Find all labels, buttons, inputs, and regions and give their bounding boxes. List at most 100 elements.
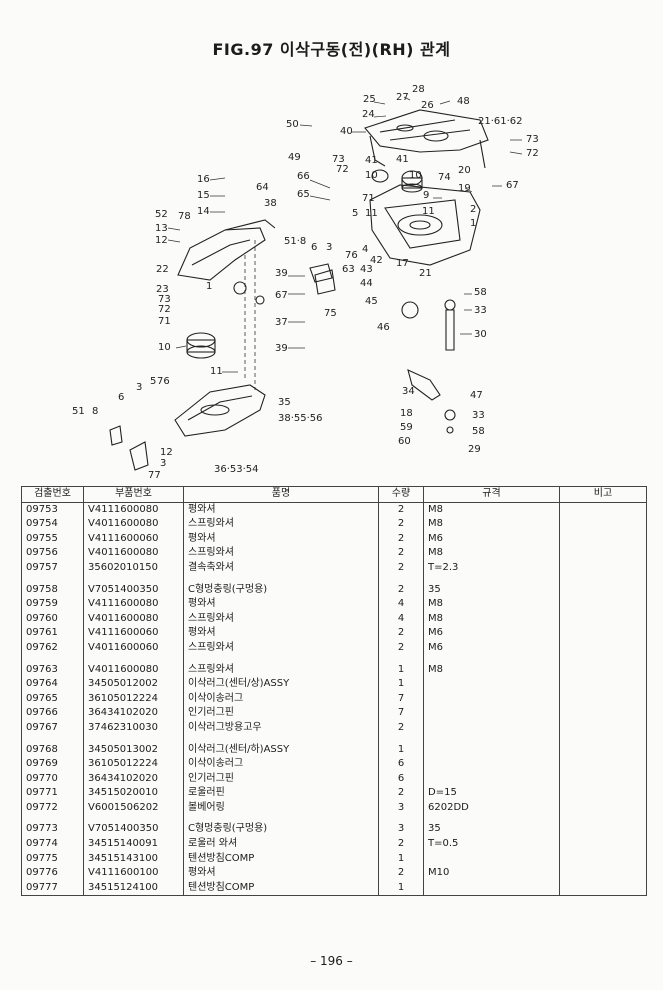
svg-text:41: 41 [396,154,409,165]
cell-remarks [559,517,647,532]
cell-part-name: 로울러핀 [183,786,379,801]
cell-remarks [559,822,647,838]
right-lug-frame [369,184,481,266]
svg-text:35: 35 [278,397,291,408]
svg-text:37: 37 [275,317,288,328]
cell-part-name: 인기러그핀 [183,706,379,721]
cell-remarks [559,771,647,787]
svg-text:39: 39 [275,268,288,279]
cell-part-name: C형멍충링(구멍용) [183,582,379,598]
cell-spec: M6 [423,531,560,547]
cell-part-no: V4011600080 [83,611,184,627]
svg-text:12: 12 [160,447,173,458]
svg-text:16: 16 [197,174,210,185]
svg-text:3: 3 [160,458,166,469]
group-spacer [21,815,647,823]
cell-spec [423,720,560,736]
svg-text:72: 72 [158,304,171,315]
cell-qty: 2 [378,546,424,561]
svg-text:8: 8 [92,406,98,417]
svg-text:33: 33 [474,305,487,316]
group-spacer [21,735,647,743]
cell-remarks [559,851,647,867]
cell-check-no: 09768 [21,742,84,758]
svg-text:5: 5 [150,376,156,387]
upper-drive-plate [364,109,489,153]
cell-remarks [559,677,647,692]
svg-text:29: 29 [468,444,481,455]
cell-remarks [559,640,647,656]
cell-part-name: 평와셔 [183,502,379,518]
cell-spec: D=15 [423,786,560,801]
cell-spec [423,691,560,707]
cell-remarks [559,880,647,897]
svg-text:76: 76 [157,376,170,387]
svg-text:73: 73 [526,134,539,145]
cell-remarks [559,611,647,627]
cell-part-name: 스프링와셔 [183,640,379,656]
cell-qty: 2 [378,531,424,547]
cell-remarks [559,837,647,852]
cell-part-no: 34515140091 [83,837,184,852]
cell-part-name: 로울러 와셔 [183,837,379,852]
cell-spec [423,880,560,897]
cell-part-name: 스프링와셔 [183,546,379,561]
cell-part-no: V4011600060 [83,640,184,656]
page-number: – 196 – [310,954,353,968]
cell-part-no: V4011600080 [83,517,184,532]
svg-text:76: 76 [345,250,358,261]
svg-text:67: 67 [506,180,519,191]
svg-text:41: 41 [365,155,378,166]
cell-check-no: 09767 [21,720,84,736]
svg-text:1: 1 [206,281,212,292]
svg-text:42: 42 [370,255,383,266]
cell-remarks [559,720,647,736]
svg-text:5: 5 [352,208,358,219]
cell-check-no: 09761 [21,626,84,641]
svg-text:48: 48 [457,96,470,107]
cell-qty: 2 [378,866,424,881]
svg-text:65: 65 [297,189,310,200]
cell-spec [423,677,560,692]
svg-text:51·8: 51·8 [284,236,306,247]
cell-spec: M6 [423,640,560,656]
cell-part-name: 스프링와셔 [183,517,379,532]
svg-text:75: 75 [324,308,337,319]
cell-qty: 2 [378,640,424,656]
cell-spec: 35 [423,582,560,598]
cell-spec: M8 [423,662,560,678]
cell-spec [423,757,560,772]
svg-text:47: 47 [470,390,483,401]
svg-text:74: 74 [438,172,451,183]
svg-text:20: 20 [458,165,471,176]
svg-text:78: 78 [178,211,191,222]
cell-qty: 2 [378,517,424,532]
cell-remarks [559,531,647,547]
cell-part-name: 텐션방침COMP [183,851,379,867]
cell-part-no: V4111600080 [83,597,184,612]
cell-part-no: 36105012224 [83,691,184,707]
lower-bracket [129,441,149,471]
cell-remarks [559,866,647,881]
svg-text:77: 77 [148,470,161,480]
svg-text:44: 44 [360,278,373,289]
cell-part-no: V7051400350 [83,582,184,598]
svg-text:11: 11 [210,366,223,377]
cell-remarks [559,662,647,678]
cell-check-no: 09773 [21,822,84,838]
cell-qty: 2 [378,560,424,576]
cell-remarks [559,626,647,641]
cell-check-no: 09764 [21,677,84,692]
cell-qty: 2 [378,502,424,518]
cell-part-no: 36434102020 [83,706,184,721]
cell-spec: M8 [423,546,560,561]
cell-check-no: 09776 [21,866,84,881]
cell-check-no: 09763 [21,662,84,678]
lower-lug-frame [174,384,266,437]
cell-check-no: 09771 [21,786,84,801]
